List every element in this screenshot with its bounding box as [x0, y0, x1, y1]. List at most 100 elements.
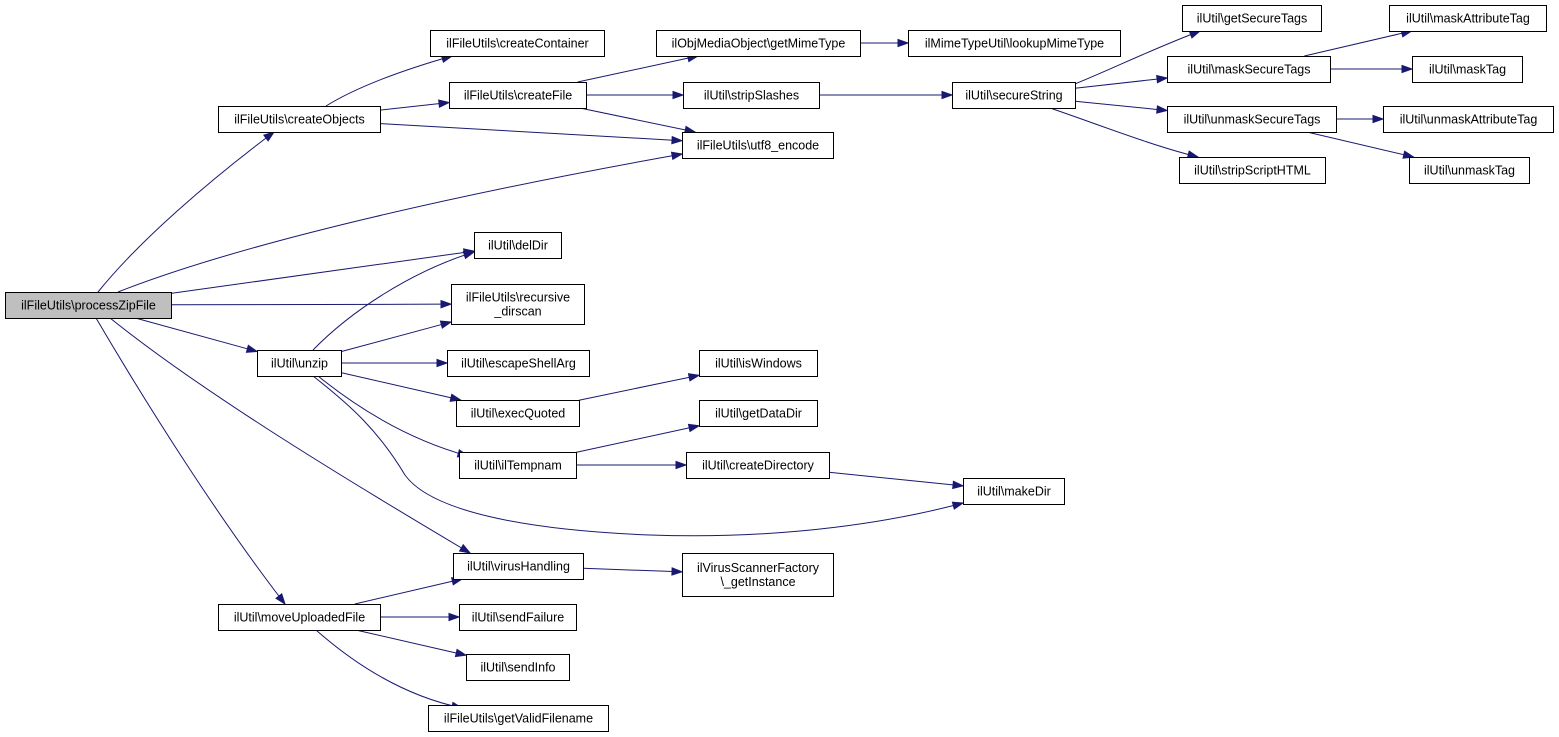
node-box-processZipFile: [5, 292, 172, 319]
node-box-makeDir: [963, 478, 1065, 505]
node-label-getValidFilename: ilFileUtils\getValidFilename: [444, 712, 593, 726]
node-createObjects[interactable]: ilFileUtils\createObjects: [218, 106, 381, 133]
node-stripSlashes[interactable]: ilUtil\stripSlashes: [683, 82, 820, 109]
node-label-maskSecureTags: ilUtil\maskSecureTags: [1188, 63, 1311, 77]
node-label-recursive_dirscan-line1: ilFileUtils\recursive: [466, 291, 570, 305]
edge-arrowhead-unzip>delDir: [462, 251, 476, 260]
edge-secureString-to-stripScriptHTML: [1049, 107, 1199, 158]
node-label-getSecureTags: ilUtil\getSecureTags: [1197, 12, 1307, 26]
node-box-createObjects: [218, 106, 381, 133]
node-box-maskSecureTags: [1167, 56, 1331, 83]
node-execQuoted[interactable]: ilUtil\execQuoted: [456, 400, 580, 427]
edge-arrowhead-unmaskSecureTags>unmaskTag: [1402, 150, 1415, 159]
node-label-unzip: ilUtil\unzip: [271, 357, 328, 371]
edge-arrowhead-processZipFile>moveUploadedFile: [275, 593, 286, 606]
node-box-execQuoted: [456, 400, 580, 427]
edge-arrowhead-processZipFile>utf8_encode: [670, 151, 684, 161]
node-unmaskTag[interactable]: ilUtil\unmaskTag: [1409, 157, 1530, 184]
node-box-stripScriptHTML: [1179, 157, 1326, 184]
node-label-maskTag: ilUtil\maskTag: [1429, 63, 1506, 77]
edge-arrowhead-getMimeType>lookupMimeType: [897, 38, 910, 48]
node-virusHandling[interactable]: ilUtil\virusHandling: [453, 553, 584, 580]
node-label-escapeShellArg: ilUtil\escapeShellArg: [461, 357, 576, 371]
node-label-delDir: ilUtil\delDir: [488, 239, 548, 253]
node-sendInfo[interactable]: ilUtil\sendInfo: [466, 654, 570, 681]
edge-createObjects-to-utf8_encode: [379, 123, 674, 141]
node-label-recursive_dirscan-line2: _dirscan: [493, 305, 541, 319]
edge-arrowhead-processZipFile>createObjects: [263, 131, 276, 142]
node-label-secureString: ilUtil\secureString: [965, 89, 1062, 103]
node-maskSecureTags[interactable]: ilUtil\maskSecureTags: [1167, 56, 1331, 83]
node-escapeShellArg[interactable]: ilUtil\escapeShellArg: [447, 350, 590, 377]
node-box-stripSlashes: [683, 82, 820, 109]
node-maskTag[interactable]: ilUtil\maskTag: [1412, 56, 1523, 83]
node-getValidFilename[interactable]: ilFileUtils\getValidFilename: [428, 705, 609, 732]
node-createFile[interactable]: ilFileUtils\createFile: [449, 82, 587, 109]
node-stripScriptHTML[interactable]: ilUtil\stripScriptHTML: [1179, 157, 1326, 184]
node-box-maskTag: [1412, 56, 1523, 83]
node-getDataDir[interactable]: ilUtil\getDataDir: [699, 400, 818, 427]
edge-secureString-to-maskSecureTags: [1074, 78, 1159, 89]
edge-moveUploadedFile-to-sendInfo: [355, 629, 458, 654]
node-unzip[interactable]: ilUtil\unzip: [257, 350, 342, 377]
edge-maskSecureTags-to-maskAttributeTag: [1304, 32, 1404, 57]
node-box-ilTempnam: [459, 452, 577, 479]
node-getMimeType[interactable]: ilObjMediaObject\getMimeType: [656, 30, 861, 57]
edge-createObjects-to-createFile: [379, 103, 441, 111]
node-box-getMimeType: [656, 30, 861, 57]
edge-arrowhead-secureString>getSecureTags: [1188, 30, 1202, 39]
edge-arrowhead-unzip>execQuoted: [449, 393, 463, 402]
node-label-stripScriptHTML: ilUtil\stripScriptHTML: [1194, 164, 1311, 178]
edge-ilTempnam-to-getDataDir: [575, 427, 691, 453]
edge-createDirectory-to-makeDir: [828, 471, 955, 486]
node-recursive_dirscan[interactable]: ilFileUtils\recursive_dirscan: [451, 284, 585, 325]
edge-execQuoted-to-isWindows: [578, 376, 691, 401]
node-createContainer[interactable]: ilFileUtils\createContainer: [430, 30, 605, 57]
edge-moveUploadedFile-to-getValidFilename: [315, 629, 463, 709]
node-label-moveUploadedFile: ilUtil\moveUploadedFile: [234, 611, 365, 625]
node-box-createFile: [449, 82, 587, 109]
node-secureString[interactable]: ilUtil\secureString: [952, 82, 1076, 109]
node-delDir[interactable]: ilUtil\delDir: [474, 232, 562, 259]
node-label-unmaskAttributeTag: ilUtil\unmaskAttributeTag: [1400, 113, 1538, 127]
node-maskAttributeTag[interactable]: ilUtil\maskAttributeTag: [1389, 5, 1547, 32]
node-unmaskAttributeTag[interactable]: ilUtil\unmaskAttributeTag: [1383, 106, 1554, 133]
edge-arrowhead-processZipFile>unzip: [245, 344, 259, 353]
node-sendFailure[interactable]: ilUtil\sendFailure: [459, 604, 577, 631]
edge-secureString-to-unmaskSecureTags: [1074, 100, 1159, 111]
node-box-lookupMimeType: [908, 30, 1121, 57]
node-label-ilTempnam: ilUtil\ilTempnam: [474, 459, 562, 473]
node-box-getValidFilename: [428, 705, 609, 732]
edge-arrowhead-unzip>escapeShellArg: [436, 358, 449, 368]
node-createDirectory[interactable]: ilUtil\createDirectory: [686, 452, 830, 479]
node-isWindows[interactable]: ilUtil\isWindows: [699, 350, 818, 377]
node-label-createObjects: ilFileUtils\createObjects: [234, 113, 365, 127]
edge-createObjects-to-createContainer: [325, 55, 453, 107]
node-lookupMimeType[interactable]: ilMimeTypeUtil\lookupMimeType: [908, 30, 1121, 57]
node-moveUploadedFile[interactable]: ilUtil\moveUploadedFile: [218, 604, 381, 631]
node-processZipFile[interactable]: ilFileUtils\processZipFile: [5, 292, 172, 319]
node-label-getMimeType: ilObjMediaObject\getMimeType: [672, 37, 846, 51]
edge-arrowhead-processZipFile>recursive_dirscan: [440, 299, 453, 309]
node-label-sendFailure: ilUtil\sendFailure: [472, 611, 564, 625]
node-utf8_encode[interactable]: ilFileUtils\utf8_encode: [682, 132, 834, 159]
function-nodes: ilFileUtils\processZipFile ilFileUtils\cr…: [5, 5, 1554, 732]
node-box-unmaskTag: [1409, 157, 1530, 184]
node-label-isWindows: ilUtil\isWindows: [715, 357, 802, 371]
node-box-unzip: [257, 350, 342, 377]
edge-arrowhead-processZipFile>virusHandling: [458, 543, 472, 554]
edge-arrowhead-secureString>unmaskSecureTags: [1156, 105, 1169, 114]
edge-arrowhead-ilTempnam>getDataDir: [687, 423, 701, 433]
node-getInstance[interactable]: ilVirusScannerFactory\_getInstance: [682, 553, 834, 597]
edge-arrowhead-unzip>recursive_dirscan: [439, 320, 453, 329]
node-label-unmaskTag: ilUtil\unmaskTag: [1424, 164, 1515, 178]
node-box-getInstance: [682, 553, 834, 597]
edge-createFile-to-getMimeType: [577, 57, 690, 83]
node-ilTempnam[interactable]: ilUtil\ilTempnam: [459, 452, 577, 479]
edge-unzip-to-delDir: [312, 251, 475, 351]
node-getSecureTags[interactable]: ilUtil\getSecureTags: [1182, 5, 1322, 32]
edge-secureString-to-getSecureTags: [1069, 30, 1201, 87]
node-makeDir[interactable]: ilUtil\makeDir: [963, 478, 1065, 505]
node-unmaskSecureTags[interactable]: ilUtil\unmaskSecureTags: [1167, 106, 1337, 133]
